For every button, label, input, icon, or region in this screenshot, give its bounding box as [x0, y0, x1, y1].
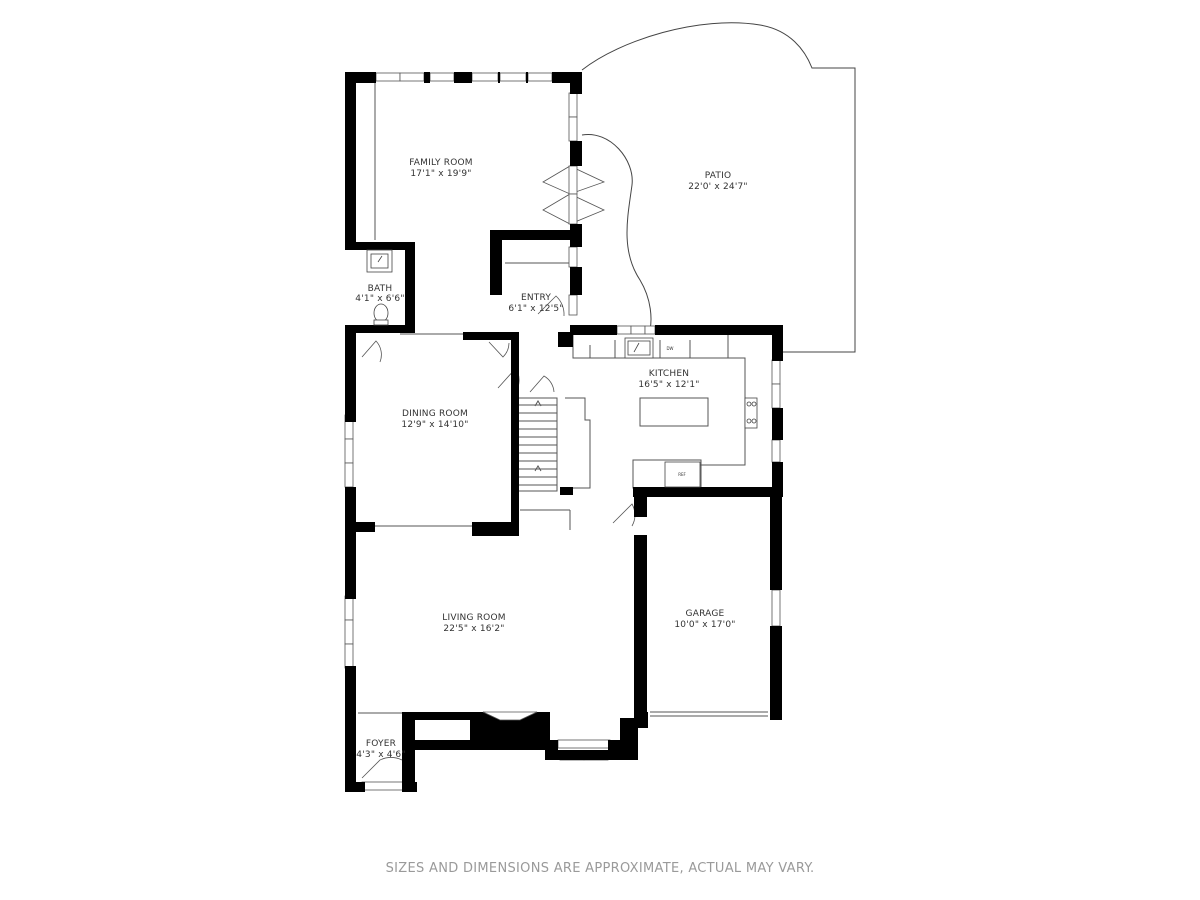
room-name: DINING ROOM	[402, 409, 468, 419]
room-garage: GARAGE 10'0" x 17'0"	[674, 609, 735, 630]
room-name: GARAGE	[686, 609, 725, 619]
room-name: PATIO	[705, 171, 732, 181]
room-foyer: FOYER 4'3" x 4'6"	[356, 739, 405, 760]
room-family-room: FAMILY ROOM 17'1" x 19'9"	[409, 158, 473, 179]
room-dimensions: 4'1" x 6'6"	[355, 294, 404, 304]
patio-outline	[581, 22, 856, 353]
room-dimensions: 17'1" x 19'9"	[410, 169, 471, 179]
refrigerator-icon	[664, 461, 701, 488]
room-dining-room: DINING ROOM 12'9" x 14'10"	[401, 409, 468, 430]
room-dimensions: 22'5" x 16'2"	[443, 624, 504, 634]
room-entry: ENTRY 6'1" x 12'5"	[508, 293, 563, 314]
room-dimensions: 6'1" x 12'5"	[508, 304, 563, 314]
room-name: FAMILY ROOM	[409, 158, 473, 168]
bay-window	[482, 711, 538, 721]
room-kitchen: KITCHEN 16'5" x 12'1"	[638, 369, 699, 390]
room-name: BATH	[368, 284, 393, 294]
room-dimensions: 4'3" x 4'6"	[356, 750, 405, 760]
room-bath: BATH 4'1" x 6'6"	[355, 284, 404, 304]
dishwasher-label: DW	[666, 346, 673, 351]
room-name: KITCHEN	[649, 369, 689, 379]
room-living-room: LIVING ROOM 22'5" x 16'2"	[442, 613, 505, 634]
room-name: ENTRY	[521, 293, 551, 303]
interior-lines	[358, 80, 768, 721]
room-dimensions: 10'0" x 17'0"	[674, 620, 735, 630]
room-name: FOYER	[366, 739, 396, 749]
room-patio: PATIO 22'0' x 24'7"	[688, 171, 748, 192]
disclaimer-text: SIZES AND DIMENSIONS ARE APPROXIMATE, AC…	[386, 861, 815, 876]
room-dimensions: 16'5" x 12'1"	[638, 380, 699, 390]
room-dimensions: 12'9" x 14'10"	[401, 420, 468, 430]
fixtures	[366, 249, 758, 488]
toilet-icon	[373, 303, 389, 323]
room-dimensions: 22'0' x 24'7"	[688, 182, 748, 192]
walls	[345, 72, 783, 792]
refrigerator-label: REF	[678, 472, 686, 477]
room-name: LIVING ROOM	[442, 613, 505, 623]
